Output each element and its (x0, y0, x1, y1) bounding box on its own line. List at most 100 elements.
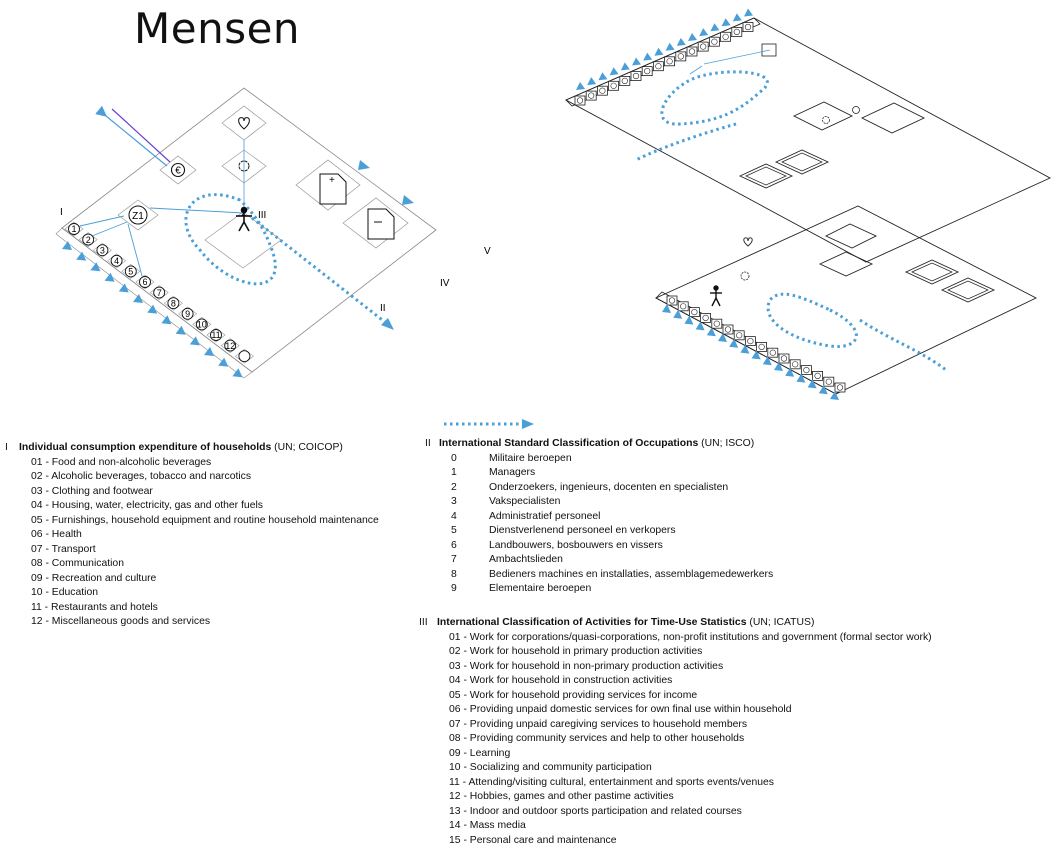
legend-item-code: 4 (451, 510, 457, 522)
marker-circle (68, 223, 80, 235)
blue-triangle (104, 272, 115, 282)
legend-item-code: 1 (451, 467, 457, 478)
blue-triangle (796, 373, 806, 383)
strip-dot (722, 33, 729, 40)
strip-cell (789, 359, 801, 370)
legend-item: 2 Onderzoekers, ingenieurs, docenten en s… (439, 481, 773, 496)
blue-triangle (598, 72, 608, 81)
document-minus-icon (367, 208, 395, 240)
legend-item: 1 Managers (439, 466, 773, 481)
strip-cell (666, 295, 678, 306)
strip-dot (803, 367, 810, 374)
strip-dot (780, 355, 788, 362)
marker-number: 4 (114, 256, 119, 266)
marker-number: 11 (211, 330, 220, 340)
legend-item-label: Administratief personeel (489, 510, 601, 522)
legend-title: International Classification of Activiti… (437, 617, 747, 628)
strip-cell (834, 382, 846, 393)
blue-triangle (751, 350, 761, 360)
marker-number: 2 (86, 235, 91, 245)
strip-cell (742, 22, 754, 32)
strip-cell (823, 376, 835, 387)
marker-number: 10 (197, 320, 207, 330)
legend-item: 08 - Communication (31, 558, 124, 569)
blue-triangle (830, 391, 839, 400)
marker-circle (96, 244, 109, 257)
blue-triangle (706, 327, 716, 337)
marker-circle (195, 318, 208, 331)
marker-circle (153, 286, 166, 299)
strip-cell (686, 46, 698, 57)
blue-triangle (732, 13, 742, 22)
strip-dot (700, 43, 707, 50)
legend-item: 05 - Work for household providing servic… (449, 689, 698, 701)
person-icon (236, 206, 252, 232)
marker-circle (181, 307, 194, 320)
legend-source: (UN; ICATUS) (746, 617, 815, 628)
legend-item-code: 2 (451, 481, 457, 493)
legend-item-label: Onderzoekers, ingenieurs, docenten en sp… (489, 481, 729, 493)
left-triangles (62, 241, 243, 378)
legend-item-label: Elementaire beroepen (489, 583, 592, 594)
strip-dot (610, 82, 617, 89)
strip-dot (836, 384, 844, 391)
strip-dot (814, 372, 821, 380)
document-plus-icon: + (319, 173, 347, 205)
marker-number: 12 (225, 341, 235, 351)
svg-text:Z1: Z1 (132, 211, 144, 222)
strip-dot (621, 77, 628, 84)
blue-triangle (218, 357, 229, 367)
strip-dot (655, 63, 662, 70)
blue-triangle (721, 18, 731, 27)
blue-triangle (133, 294, 143, 303)
strip-dot (677, 53, 684, 60)
strip-dot (588, 92, 595, 99)
blue-triangle (676, 37, 686, 46)
legend-item: 07 - Transport (31, 543, 96, 555)
legend-item: 11 - Restaurants and hotels (31, 601, 158, 613)
legend-item: 12 - Miscellaneous goods and services (31, 616, 211, 627)
blue-triangle (699, 28, 709, 37)
blue-triangle (665, 42, 675, 51)
marker-circle (224, 339, 237, 352)
strip-dot (769, 349, 776, 356)
strip-dot (747, 338, 754, 345)
strip-dot (680, 303, 687, 310)
legend-item-label: Managers (489, 467, 536, 478)
blue-triangle (729, 338, 739, 348)
strip-cell (700, 312, 711, 323)
strip-cell (778, 353, 790, 364)
label-ii: II (380, 303, 386, 314)
legend-item-label: Vakspecialisten (489, 496, 561, 507)
legend-item: 14 - Mass media (449, 820, 526, 831)
legend-item: 09 - Learning (449, 747, 511, 759)
blue-triangle (710, 23, 720, 32)
legend-item: 01 - Food and non-alcoholic beverages (31, 456, 212, 468)
blue-triangle (785, 367, 795, 377)
legend-item: 07 - Providing unpaid caregiving service… (449, 718, 748, 730)
blue-triangle (762, 356, 772, 366)
legend-item: 03 - Clothing and footwear (31, 485, 153, 497)
legend-coicop: I Individual consumption expenditure of … (5, 441, 379, 630)
strip-dot (702, 314, 709, 322)
legend-item-code: 7 (451, 554, 457, 565)
legend-item: 04 - Work for household in construction … (449, 675, 673, 686)
blue-triangle (576, 82, 585, 90)
blue-triangle (774, 362, 783, 371)
legend-title: Individual consumption expenditure of ho… (19, 442, 272, 453)
strip-dot (691, 309, 698, 316)
strip-dot (688, 48, 696, 55)
legend-item: 02 - Alcoholic beverages, tobacco and na… (31, 471, 252, 482)
blue-triangle (654, 47, 664, 56)
legend-item: 10 - Socializing and community participa… (449, 762, 652, 773)
marker-number: 6 (142, 277, 147, 287)
strip-dot (599, 87, 606, 94)
legend-item: 02 - Work for household in primary produ… (449, 646, 703, 657)
strip-cell (720, 31, 731, 42)
page-title: Mensen (134, 4, 301, 53)
marker-circle (82, 233, 95, 246)
bottom-right-triangles (662, 304, 839, 400)
